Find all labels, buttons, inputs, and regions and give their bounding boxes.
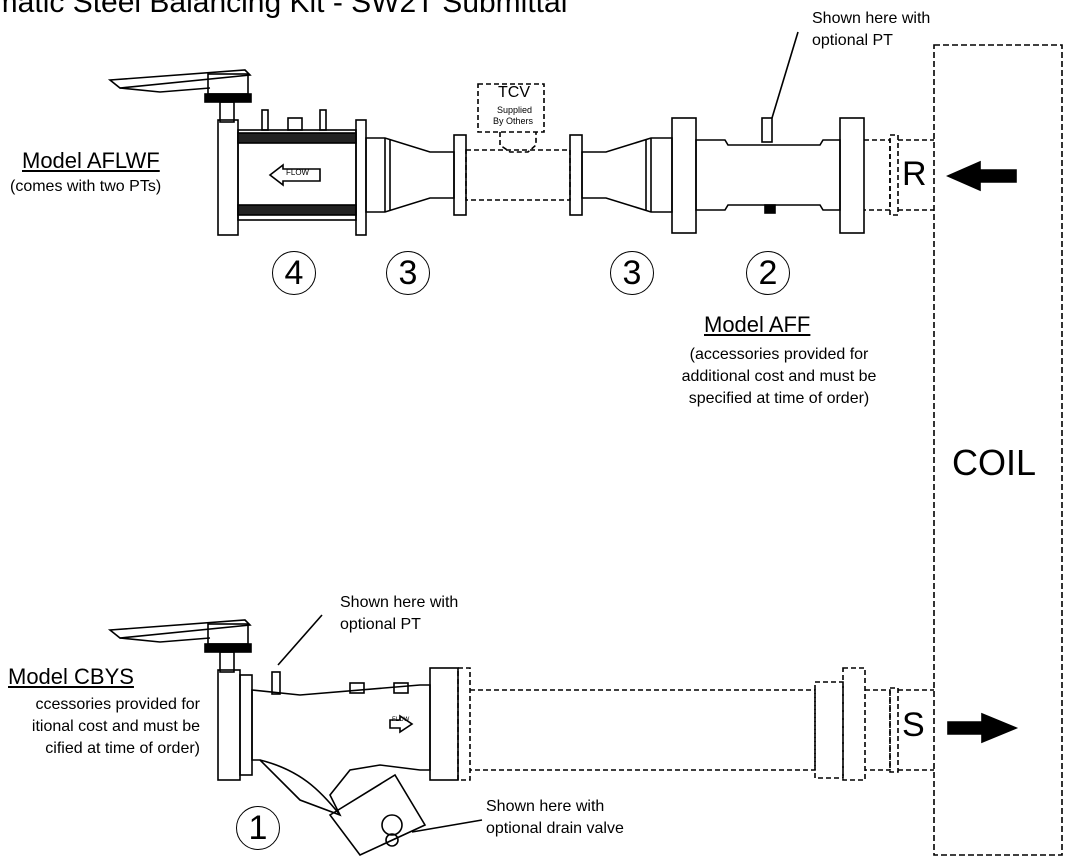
bottom-pt-note: Shown here with optional PT — [340, 592, 458, 636]
page-title: omatic Steel Balancing Kit - SW2T Submit… — [0, 0, 568, 19]
item-number-3a: 3 — [386, 251, 430, 295]
aff-note: (accessories provided for additional cos… — [672, 344, 886, 410]
return-label: R — [902, 155, 927, 193]
drain-note-line1: Shown here with — [486, 798, 605, 815]
bottom-pt-note-line2: optional PT — [340, 616, 421, 633]
tcv-line1: Supplied — [497, 105, 533, 115]
cbys-note: ccessories provided for itional cost and… — [0, 694, 200, 760]
cbys-flow-label: FLOW — [392, 717, 410, 723]
reducer-1 — [365, 137, 455, 213]
aflwf-body — [217, 109, 367, 236]
cbys-model-label: Model CBYS — [8, 664, 134, 689]
drain-note-line2: optional drain valve — [486, 820, 624, 837]
supply-pipe — [457, 667, 934, 781]
reducer-2 — [581, 137, 673, 213]
supply-arrow — [947, 712, 1019, 744]
supply-label: S — [902, 706, 925, 744]
aflwf-note: (comes with two PTs) — [10, 178, 162, 195]
bottom-pt-note-line1: Shown here with — [340, 594, 459, 611]
cbys-note-line2: itional cost and must be — [31, 718, 200, 735]
item-number-2: 2 — [746, 251, 790, 295]
drain-note: Shown here with optional drain valve — [486, 796, 624, 840]
return-arrow — [946, 160, 1017, 192]
aff-model-label: Model AFF — [704, 312, 811, 337]
cbys-note-line3: cified at time of order) — [45, 740, 200, 757]
top-pt-note-line2: optional PT — [812, 32, 893, 49]
coil-box — [933, 44, 1063, 856]
aff-body — [695, 139, 841, 211]
item-number-3b: 3 — [610, 251, 654, 295]
tcv-line2: By Others — [493, 116, 534, 126]
coil-label: COIL — [952, 442, 1037, 483]
cbys-body — [217, 667, 459, 856]
top-actuator — [107, 69, 252, 123]
tcv-label: TCV — [498, 84, 530, 101]
top-pt-note-line1: Shown here with — [812, 10, 931, 27]
bottom-actuator — [107, 619, 252, 673]
cbys-note-line1: ccessories provided for — [35, 696, 200, 713]
aflwf-model-label: Model AFLWF — [22, 148, 160, 173]
aff-note-line2: additional cost and must be — [681, 368, 877, 385]
item-number-1: 1 — [236, 806, 280, 850]
aff-note-line1: (accessories provided for — [689, 346, 869, 363]
item-number-4: 4 — [272, 251, 316, 295]
aff-note-line3: specified at time of order) — [688, 390, 870, 407]
aflwf-flow-label: FLOW — [286, 168, 310, 177]
top-pt-note: Shown here with optional PT — [812, 8, 930, 52]
